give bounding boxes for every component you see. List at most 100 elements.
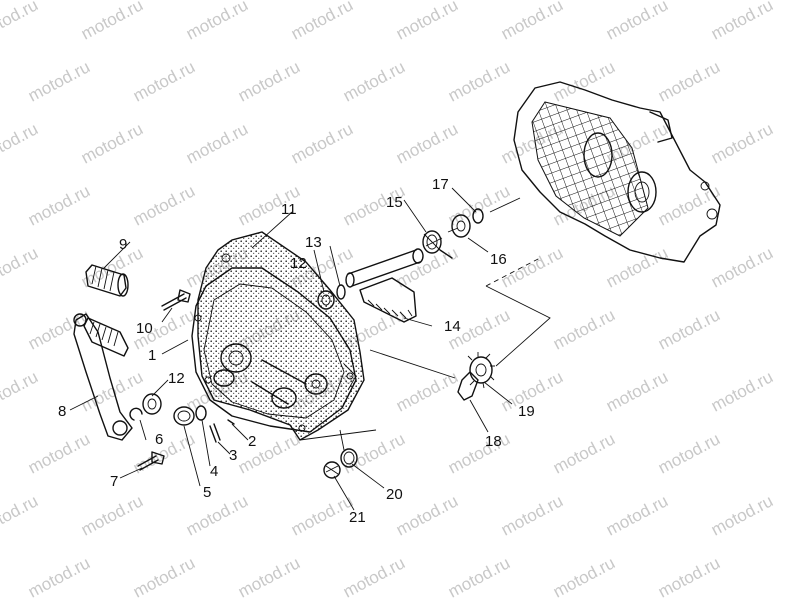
callout-18: 18 xyxy=(485,433,502,450)
ring-20 xyxy=(340,448,358,468)
watermark-text: motod.ru xyxy=(235,429,303,477)
gear-19 xyxy=(467,352,495,389)
watermark-text: motod.ru xyxy=(550,305,618,353)
callout-11: 11 xyxy=(281,201,297,218)
watermark-text: motod.ru xyxy=(550,553,618,600)
watermark-text: motod.ru xyxy=(445,57,513,105)
rubber-grip xyxy=(85,264,129,297)
watermark-text: motod.ru xyxy=(0,491,41,539)
crankcase-half xyxy=(513,81,721,263)
lever-rubber xyxy=(83,317,129,357)
watermark-text: motod.ru xyxy=(445,553,513,600)
watermark-text: motod.ru xyxy=(25,181,93,229)
callout-1: 1 xyxy=(148,347,156,364)
watermark-text: motod.ru xyxy=(655,305,723,353)
watermark-text: motod.ru xyxy=(183,491,251,539)
seal-5 xyxy=(173,406,195,426)
watermark-text: motod.ru xyxy=(498,0,566,44)
watermark-text: motod.ru xyxy=(130,57,198,105)
watermark-text: motod.ru xyxy=(708,367,776,415)
callout-16: 16 xyxy=(490,251,507,268)
spring-15 xyxy=(422,230,453,259)
o-ring-4 xyxy=(195,405,207,421)
callout-labels: 1 2 3 4 5 6 7 8 9 10 11 12 12 13 14 15 1… xyxy=(58,176,535,526)
watermark-text: motod.ru xyxy=(340,57,408,105)
callout-4: 4 xyxy=(210,463,218,480)
leader-lines xyxy=(69,187,513,511)
washer-12-left xyxy=(142,393,162,415)
clip-18 xyxy=(457,371,479,401)
watermark-text: motod.ru xyxy=(708,243,776,291)
callout-21: 21 xyxy=(349,509,366,526)
callout-12a: 12 xyxy=(290,255,307,272)
watermark-text: motod.ru xyxy=(235,57,303,105)
watermark-text: motod.ru xyxy=(498,243,566,291)
watermark-text: motod.ru xyxy=(78,0,146,44)
callout-13: 13 xyxy=(305,234,322,251)
callout-8: 8 xyxy=(58,403,66,420)
cap-21 xyxy=(323,461,341,479)
watermark-text: motod.ru xyxy=(393,367,461,415)
watermark-text: motod.ru xyxy=(393,0,461,44)
callout-12b: 12 xyxy=(168,370,185,387)
watermark-text: motod.ru xyxy=(603,367,671,415)
watermark-text: motod.ru xyxy=(0,119,41,167)
watermark-text: motod.ru xyxy=(288,0,356,44)
watermark-text: motod.ru xyxy=(655,181,723,229)
kick-start-lever xyxy=(73,313,133,441)
watermark-layer: motod.ru motod.ru motod.ru motod.ru motod.ru… xyxy=(0,0,776,600)
callout-15: 15 xyxy=(386,194,403,211)
callout-7: 7 xyxy=(110,473,118,490)
watermark-text: motod.ru xyxy=(235,553,303,600)
callout-6: 6 xyxy=(155,431,163,448)
watermark-text: motod.ru xyxy=(25,429,93,477)
circlip-6 xyxy=(129,407,143,421)
watermark-text: motod.ru xyxy=(445,429,513,477)
watermark-text: motod.ru xyxy=(603,491,671,539)
watermark-text: motod.ru xyxy=(130,553,198,600)
callout-17: 17 xyxy=(432,176,449,193)
watermark-text: motod.ru xyxy=(393,491,461,539)
washer-16 xyxy=(451,214,471,238)
ring-13 xyxy=(336,284,346,300)
watermark-text: motod.ru xyxy=(655,553,723,600)
watermark-text: motod.ru xyxy=(0,367,41,415)
watermark-text: motod.ru xyxy=(550,429,618,477)
washer-12-right xyxy=(317,290,335,310)
callout-3: 3 xyxy=(229,447,237,464)
callout-19: 19 xyxy=(518,403,535,420)
watermark-text: motod.ru xyxy=(498,491,566,539)
watermark-text: motod.ru xyxy=(393,119,461,167)
pin-2 xyxy=(227,419,235,425)
callout-14: 14 xyxy=(444,318,461,335)
assembly-lines xyxy=(299,197,551,451)
watermark-text: motod.ru xyxy=(340,429,408,477)
callout-5: 5 xyxy=(203,484,211,501)
callout-20: 20 xyxy=(386,486,403,503)
ring-17 xyxy=(472,208,484,224)
callout-9: 9 xyxy=(119,236,127,253)
watermark-text: motod.ru xyxy=(655,429,723,477)
watermark-text: motod.ru xyxy=(183,119,251,167)
watermark-text: motod.ru xyxy=(288,119,356,167)
watermark-text: motod.ru xyxy=(708,491,776,539)
watermark-text: motod.ru xyxy=(288,491,356,539)
watermark-text: motod.ru xyxy=(183,0,251,44)
callout-2: 2 xyxy=(248,433,256,450)
watermark-text: motod.ru xyxy=(655,57,723,105)
bolt-7 xyxy=(137,451,165,471)
bolt-10 xyxy=(161,289,191,311)
watermark-text: motod.ru xyxy=(708,0,776,44)
watermark-text: motod.ru xyxy=(340,553,408,600)
watermark-text: motod.ru xyxy=(78,491,146,539)
watermark-text: motod.ru xyxy=(25,553,93,600)
kick-start-shaft xyxy=(345,248,424,323)
watermark-text: motod.ru xyxy=(130,181,198,229)
watermark-text: motod.ru xyxy=(25,305,93,353)
screw-3 xyxy=(209,423,221,443)
watermark-text: motod.ru xyxy=(0,0,41,44)
callout-10: 10 xyxy=(136,320,153,337)
watermark-text: motod.ru xyxy=(78,119,146,167)
